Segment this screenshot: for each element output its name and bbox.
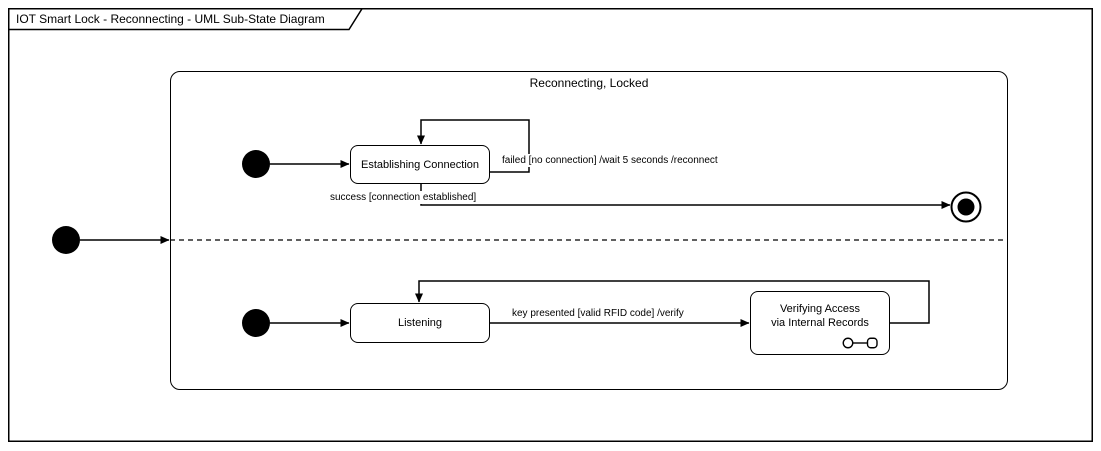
transition-label-failed: failed [no connection] /wait 5 seconds /… (500, 154, 720, 167)
frame-title-tab (8, 8, 364, 31)
transition-verifying-to-listening (415, 280, 930, 324)
composite-state-title: Reconnecting, Locked (529, 76, 649, 90)
transition-label-success: success [connection established] (328, 191, 479, 204)
transition-failed-self-loop (417, 119, 530, 173)
state-establishing-connection: Establishing Connection (350, 145, 490, 184)
state-listening: Listening (350, 303, 490, 343)
transition-success-to-final (420, 184, 951, 209)
state-listening-label: Listening (397, 317, 443, 329)
initial-state-access-region (242, 309, 270, 337)
diagram-title: IOT Smart Lock - Reconnecting - UML Sub-… (16, 12, 325, 26)
diagram-frame-border (8, 8, 1093, 442)
submachine-state-icon (842, 337, 878, 349)
final-state-inner-dot (957, 198, 975, 216)
initial-state-outer (52, 226, 80, 254)
transition-label-key-presented: key presented [valid RFID code] /verify (510, 307, 686, 320)
state-verifying-access: Verifying Access via Internal Records (750, 291, 890, 355)
state-verifying-access-label: Verifying Access via Internal Records (771, 303, 869, 329)
state-establishing-connection-label: Establishing Connection (360, 158, 480, 171)
initial-state-connection-region (242, 150, 270, 178)
